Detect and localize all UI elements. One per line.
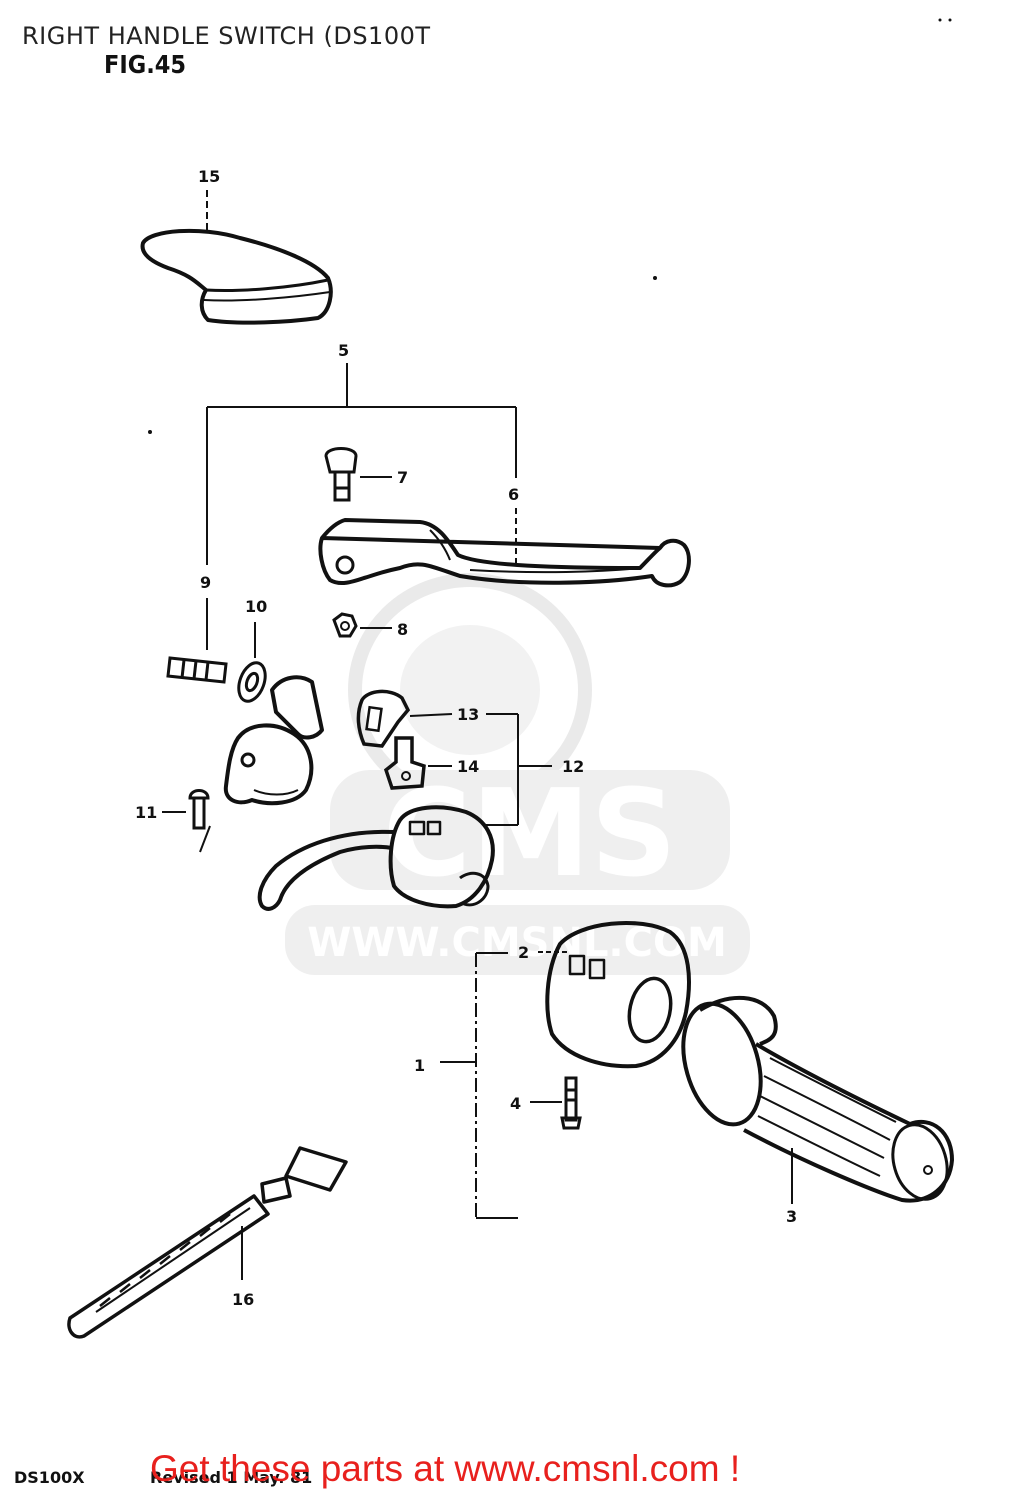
callout-8: 8	[397, 620, 408, 639]
parts-cta-link[interactable]: Get these parts at www.cmsnl.com !	[150, 1448, 741, 1489]
callout-15: 15	[198, 167, 220, 186]
part-10-washer	[237, 661, 267, 703]
watermark-face	[400, 625, 540, 755]
lever-holder	[223, 675, 324, 806]
speck	[938, 18, 942, 22]
callout-9: 9	[200, 573, 211, 592]
bracket-5	[206, 363, 517, 565]
leader-13	[409, 713, 453, 717]
part-13-stop-switch	[356, 689, 411, 748]
part-7-pivot-bolt	[324, 447, 358, 502]
figure-label: FIG.45	[104, 50, 187, 79]
callout-5: 5	[338, 341, 349, 360]
callout-1: 1	[414, 1056, 425, 1075]
bracket-1	[440, 952, 518, 1219]
part-3-grip	[681, 995, 954, 1203]
bracket-12	[486, 713, 552, 826]
callout-6: 6	[508, 485, 519, 504]
callout-3: 3	[786, 1207, 797, 1226]
watermark-url: WWW.CMSNL.COM	[307, 920, 727, 966]
callout-10: 10	[245, 597, 267, 616]
part-11-screw	[188, 789, 211, 853]
part-14-terminal	[383, 736, 426, 790]
switch-housing-with-cable	[257, 805, 495, 911]
callout-4: 4	[510, 1094, 521, 1113]
part-16-cable-tie	[67, 1146, 348, 1339]
callout-2: 2	[518, 943, 529, 962]
part-6-brake-lever	[318, 518, 691, 588]
callout-16: 16	[232, 1290, 254, 1309]
callout-7: 7	[397, 468, 408, 487]
part-4-screw	[560, 1076, 582, 1130]
speck	[948, 18, 952, 22]
part-8-nut	[332, 612, 358, 638]
page-title: RIGHT HANDLE SWITCH (DS100T	[22, 22, 431, 50]
callout-11: 11	[135, 803, 157, 822]
callout-13: 13	[457, 705, 479, 724]
parts-cta[interactable]: Get these parts at www.cmsnl.com !	[150, 1448, 740, 1490]
revision-note: Revised 1 May. 81	[150, 1468, 313, 1487]
speck	[653, 276, 657, 280]
watermark-brand-box	[330, 770, 730, 890]
callout-14: 14	[457, 757, 479, 776]
speck	[148, 430, 152, 434]
part-15-lever-cover	[140, 228, 333, 325]
part-2-throttle-housing	[545, 921, 691, 1069]
part-9-adjuster-bolt	[166, 656, 228, 684]
callout-12: 12	[562, 757, 584, 776]
model-code: DS100X	[14, 1468, 85, 1487]
